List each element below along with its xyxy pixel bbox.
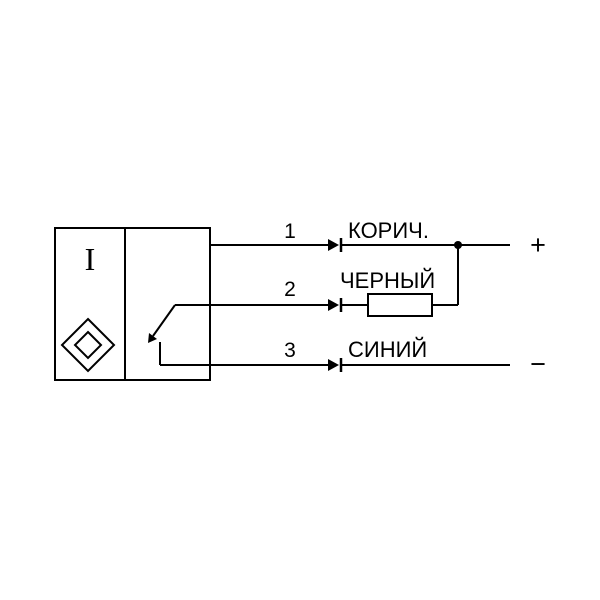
load-resistor — [367, 293, 433, 317]
connector-1-pin-icon — [328, 239, 339, 251]
positive-terminal-label: + — [530, 230, 546, 260]
wire-1-number: 1 — [284, 220, 296, 243]
sensor-type-label: I — [85, 241, 96, 277]
switch-arrow-icon — [148, 333, 157, 343]
negative-terminal-label: − — [530, 349, 546, 379]
diagram-lines — [54, 227, 510, 381]
wire-1-color-label: КОРИЧ. — [348, 218, 429, 243]
wire-2-color-label: ЧЕРНЫЙ — [340, 268, 435, 293]
junction-dot — [454, 241, 462, 249]
wire-2-number: 2 — [284, 278, 296, 301]
wire-3-number: 3 — [284, 339, 296, 362]
connector-2-pin-icon — [328, 299, 339, 311]
wire-3-color-label: СИНИЙ — [348, 337, 427, 362]
inductive-symbol-outer-diamond-icon — [60, 317, 116, 373]
switch-blade — [152, 304, 176, 337]
connector-3-pin-icon — [328, 359, 339, 371]
diagram-fills — [148, 239, 462, 371]
inductive-symbol-inner-diamond-icon — [73, 330, 103, 360]
